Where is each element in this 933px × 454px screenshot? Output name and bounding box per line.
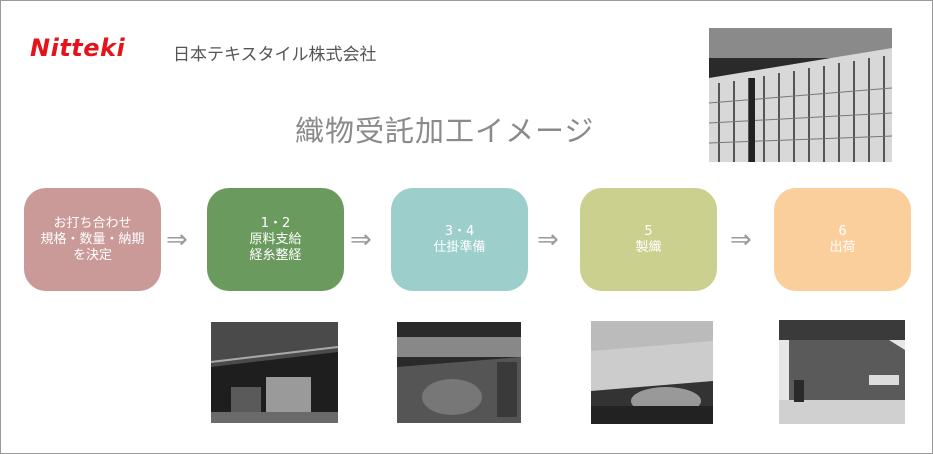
arrow-icon: ⇒: [350, 225, 372, 255]
step-consultation: お打ち合わせ 規格・数量・納期 を決定: [24, 188, 161, 291]
shipping-photo: [779, 320, 905, 424]
step-label: 5 製織: [635, 223, 662, 255]
arrow-icon: ⇒: [537, 225, 559, 255]
step-shipping: 6 出荷: [774, 188, 911, 291]
step-weaving: 5 製織: [580, 188, 717, 291]
step-label: 1・2 原料支給 経糸整経: [249, 215, 302, 263]
company-logo: Nitteki: [30, 34, 126, 62]
arrow-icon: ⇒: [730, 225, 752, 255]
step-preparation: 3・4 仕掛準備: [391, 188, 528, 291]
preparation-photo: [397, 322, 521, 423]
factory-photo: [211, 322, 338, 423]
step-label: 6 出荷: [829, 223, 856, 255]
step-material-warping: 1・2 原料支給 経糸整経: [207, 188, 344, 291]
page-title: 織物受託加工イメージ: [295, 114, 595, 148]
step-label: 3・4 仕掛準備: [433, 223, 486, 255]
arrow-icon: ⇒: [166, 225, 188, 255]
company-name: 日本テキスタイル株式会社: [173, 45, 377, 65]
loom-photo: [709, 28, 892, 162]
step-label: お打ち合わせ 規格・数量・納期 を決定: [40, 215, 145, 263]
weaving-photo: [591, 321, 713, 424]
